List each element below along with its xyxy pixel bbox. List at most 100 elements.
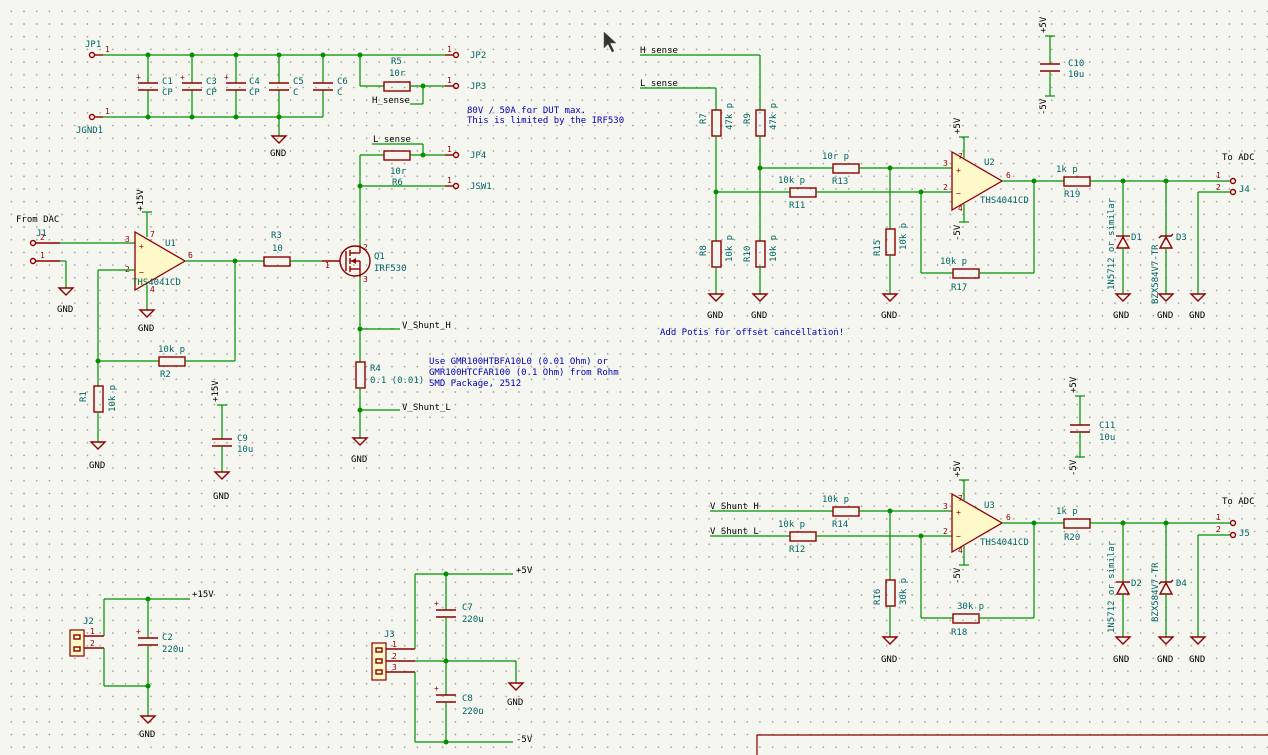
- gnd-label: GND: [881, 655, 897, 665]
- j2-connector: [69, 629, 85, 657]
- r10-ref: R10: [743, 246, 753, 262]
- q1-pin1: 1: [325, 261, 330, 270]
- r4-ref: R4: [370, 364, 381, 374]
- gnd-label: GND: [881, 311, 897, 321]
- m5-label: -5V: [953, 567, 963, 584]
- r20-ref: R20: [1064, 533, 1080, 543]
- c1-capacitor: + C1 CP: [136, 55, 173, 117]
- d1-ref: D1: [1131, 233, 1142, 243]
- note-shunt-2: GMR100HTCFAR100 (0.1 Ohm) from Rohm: [429, 368, 619, 378]
- u3-pin2: 2: [943, 527, 948, 536]
- r16-ref: R16: [873, 589, 883, 605]
- to-adc-label-1: To ADC: [1222, 153, 1255, 163]
- r18-ref: R18: [951, 628, 967, 638]
- c9-ref: C9: [237, 434, 248, 444]
- r14-ref: R14: [832, 520, 848, 530]
- v-shunt-h-label: V_Shunt_H: [402, 321, 451, 331]
- c6-ref: C6: [337, 77, 348, 87]
- note-shunt-1: Use GMR100HTBFA10L0 (0.01 Ohm) or: [429, 357, 608, 367]
- r16-value: 30k p: [899, 578, 909, 605]
- q1-mosfet: Q1 IRF530 2 3 V_Shunt_H R4 0.1 (0.01) V_…: [339, 243, 619, 465]
- c11-ref: C11: [1099, 421, 1115, 431]
- u2-ref: U2: [984, 158, 995, 168]
- m5-label: -5V: [1039, 98, 1049, 115]
- j4-pin1: 1: [1216, 171, 1221, 180]
- u1-ref: U1: [165, 239, 176, 249]
- j3-supply-5v: J3 1 2 3 +5V + C7 220u GND + C8 220u -5V: [371, 566, 533, 745]
- r5-value: 10r: [389, 69, 406, 79]
- note-offset-potis: Add Potis for offset cancellation!: [660, 328, 844, 338]
- h-sense-input-label: H_sense: [640, 46, 678, 56]
- l-sense-input-label: L_sense: [640, 79, 678, 89]
- jgnd1-pin: 1: [105, 107, 110, 116]
- u3-shunt-amp: V_Shunt_H 10k p R14 V_Shunt_L 10k p R12 …: [710, 460, 1255, 665]
- r19-ref: R19: [1064, 190, 1080, 200]
- c8-ref: C8: [462, 694, 473, 704]
- gnd-label: GND: [1157, 655, 1173, 665]
- c8-value: 220u: [462, 707, 484, 717]
- u2-opamp: [951, 150, 1004, 212]
- p5-label: +5V: [1069, 376, 1079, 393]
- r7-value: 47k p: [725, 103, 735, 130]
- p5-label: +5V: [953, 117, 963, 134]
- gnd-label: GND: [707, 311, 723, 321]
- q1-pin2: 2: [363, 243, 368, 252]
- q1-ref: Q1: [374, 252, 385, 262]
- r3-value: 10: [272, 244, 283, 254]
- p15-label: +15V: [136, 189, 146, 211]
- r17-ref: R17: [951, 283, 967, 293]
- jp4-pin: 1: [447, 145, 452, 154]
- d2-value: 1N5712 or similar: [1107, 540, 1117, 633]
- r19-value: 1k p: [1056, 165, 1078, 175]
- c5-value: C: [293, 88, 298, 98]
- svg-text:−: −: [956, 532, 961, 541]
- v-shunt-l-label: V_Shunt_L: [402, 403, 451, 413]
- r6-value: 10r: [390, 167, 407, 177]
- gnd-label: GND: [1113, 311, 1129, 321]
- u2-sense-amp: H_sense L_sense R7 47k p R9 47k p R8 10k…: [640, 46, 1255, 338]
- jsw1-ref: JSW1: [470, 182, 492, 192]
- to-adc-label-2: To ADC: [1222, 497, 1255, 507]
- m5-label: -5V: [1069, 459, 1079, 476]
- c3-ref: C3: [206, 77, 217, 87]
- r15-value: 10k p: [899, 223, 909, 250]
- r9-value: 47k p: [769, 103, 779, 130]
- j3-ref: J3: [384, 630, 395, 640]
- r8-value: 10k p: [725, 235, 735, 262]
- u1-pin3: 3: [125, 235, 130, 244]
- j1-pin1: 1: [40, 251, 45, 260]
- gnd-label: GND: [139, 730, 155, 740]
- gnd-label: GND: [1157, 311, 1173, 321]
- title-block-border: [756, 734, 1268, 755]
- svg-text:−: −: [956, 189, 961, 198]
- mouse-cursor-icon: [603, 31, 617, 53]
- gnd-label: GND: [270, 149, 286, 159]
- gnd-label: GND: [1113, 655, 1129, 665]
- svg-text:+: +: [434, 684, 439, 693]
- u3-pin7: 7: [958, 494, 963, 503]
- jp2-pin: 1: [447, 45, 452, 54]
- m5-label: -5V: [516, 735, 533, 745]
- j2-pin2: 2: [90, 639, 95, 648]
- u1-pin4: 4: [150, 285, 155, 294]
- r5-ref: R5: [391, 57, 402, 67]
- c5-ref: C5: [293, 77, 304, 87]
- u1-pin6: 6: [188, 251, 193, 260]
- jp1-pin: 1: [105, 45, 110, 54]
- jp2-ref: JP2: [470, 51, 486, 61]
- c3-capacitor: + C3 CP: [180, 55, 217, 117]
- r17-value: 10k p: [940, 257, 967, 267]
- c7-ref: C7: [462, 603, 473, 613]
- j5-ref: J5: [1239, 529, 1250, 539]
- r1-ref: R1: [79, 391, 89, 402]
- q1-pin3: 3: [363, 275, 368, 284]
- u3-opamp: [951, 492, 1004, 554]
- svg-text:+: +: [180, 73, 185, 82]
- p5-label: +5V: [953, 460, 963, 477]
- r10-value: 10k p: [769, 235, 779, 262]
- u3-value: THS4041CD: [980, 538, 1029, 548]
- c11-decoupling: +5V C11 10u -5V: [1069, 376, 1115, 476]
- u2-pin3: 3: [943, 159, 948, 168]
- j4-ref: J4: [1239, 185, 1250, 195]
- j5-pin2: 2: [1216, 525, 1221, 534]
